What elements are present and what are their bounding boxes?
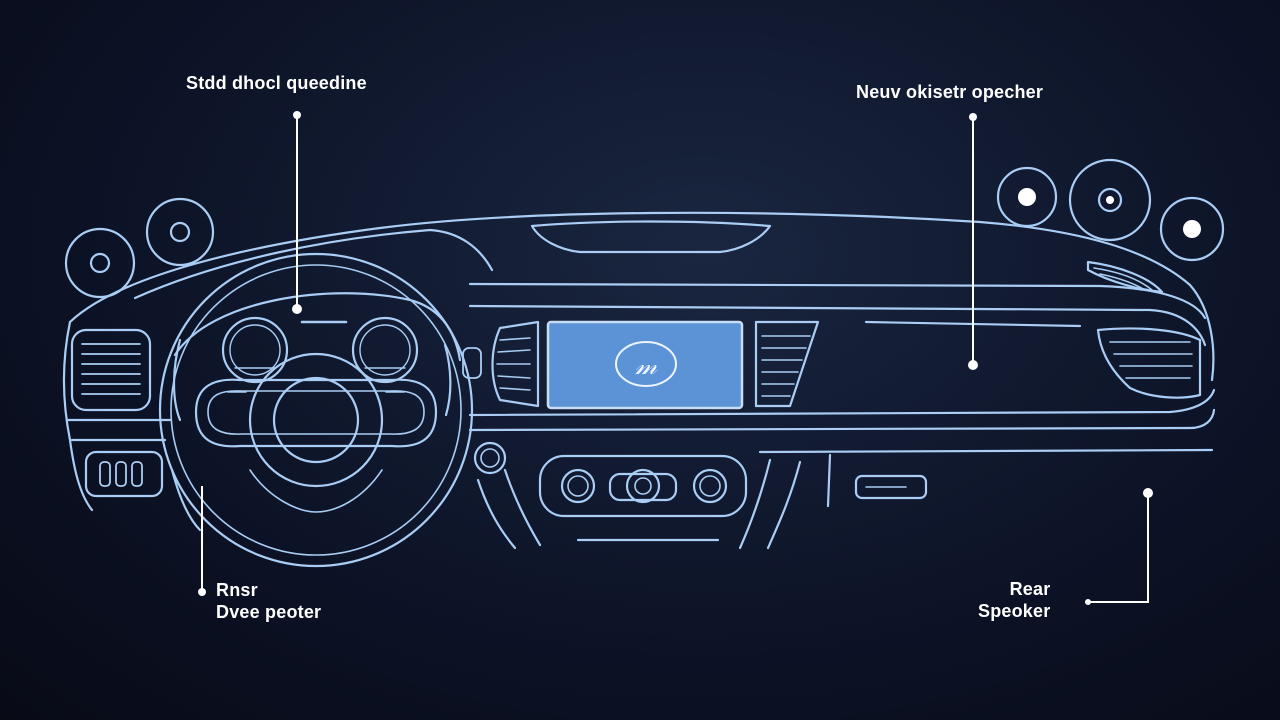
cluster-right-button [462, 347, 482, 379]
callout-label-bottom-left: Rnsr Dvee peoter [216, 579, 321, 623]
speaker-icon [1068, 158, 1152, 242]
console-left-side [503, 468, 542, 547]
left-gauge-icon [221, 316, 289, 384]
cluster-right-panel [443, 343, 452, 417]
left-lower-edge [170, 468, 202, 532]
callout-label-bottom-left-line1: Rnsr [216, 580, 258, 600]
glovebox-handle-icon [854, 474, 928, 500]
dashboard-main-shelf [468, 388, 1216, 417]
speaker-icon [64, 227, 136, 299]
speaker-icon [996, 166, 1058, 228]
dashboard-bottom-line [758, 448, 1214, 454]
callout-label-bottom-right-line2: Speoker [978, 601, 1051, 621]
screen-logo: 𝓂 [635, 351, 658, 381]
callout-dot-top-right-end [968, 360, 978, 370]
dashboard-inner-contour [133, 228, 494, 300]
dashboard-shelf-lower [468, 408, 1216, 432]
callout-dot-top-right-start [969, 113, 977, 121]
dashboard-left-edge [62, 320, 94, 512]
callout-lines [201, 115, 1149, 603]
center-left-vent-icon [491, 320, 540, 408]
dashboard-top-contour [68, 211, 1215, 382]
callout-line-bottom-right [1088, 493, 1149, 603]
console-right-side [738, 458, 772, 550]
infotainment-screen-icon: 𝓂 [546, 320, 744, 410]
start-button-inner [480, 448, 500, 468]
callout-dots [198, 111, 1153, 605]
climate-control-panel [538, 454, 748, 518]
callout-dot-bottom-right-start [1143, 488, 1153, 498]
right-gauge-icon [351, 316, 419, 384]
callout-dot-top-left-end [292, 304, 302, 314]
speaker-icon [145, 197, 215, 267]
callout-label-bottom-left-line2: Dvee peoter [216, 602, 322, 622]
callout-label-bottom-right: Rear Speoker [978, 578, 1050, 622]
steering-wheel-icon [158, 252, 474, 568]
callout-label-bottom-right-line1: Rear [1009, 579, 1051, 599]
dashboard-mid-line [468, 304, 1207, 347]
cluster-left-panel [172, 338, 182, 422]
start-button-icon [473, 441, 507, 475]
callout-dot-top-left-start [293, 111, 301, 119]
speaker-icon [1159, 196, 1225, 262]
callout-label-top-right: Neuv okisetr opecher [856, 81, 1043, 103]
callout-label-top-left-text: Stdd dhocl queedine [186, 73, 367, 93]
callout-dot-bottom-left [198, 588, 206, 596]
right-top-vent [1086, 260, 1164, 294]
glovebox-left-seam [826, 453, 832, 508]
hud-hump [530, 220, 772, 254]
left-switch-panel [84, 450, 164, 498]
console-left-outer [476, 478, 517, 550]
dashboard-right-upper-edge [468, 282, 1207, 320]
right-air-vent-icon [1096, 327, 1202, 399]
callout-label-top-right-text: Neuv okisetr opecher [856, 82, 1044, 102]
callout-dot-bottom-right-end [1085, 599, 1091, 605]
left-air-vent-icon [70, 328, 152, 412]
console-right-outer [766, 460, 802, 550]
center-right-vent-icon [754, 320, 820, 408]
callout-label-top-left: Stdd dhocl queedine [186, 72, 367, 94]
